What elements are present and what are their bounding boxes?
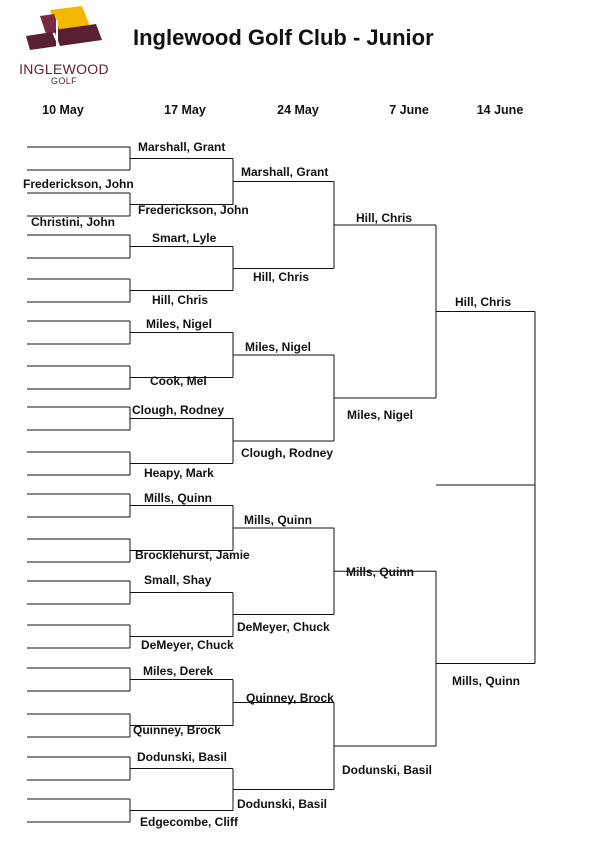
player-name-round2: Edgecombe, Cliff bbox=[140, 815, 239, 829]
player-name-round3: Mills, Quinn bbox=[244, 513, 312, 527]
player-name-round3: Clough, Rodney bbox=[241, 446, 333, 460]
player-name-round1: Christini, John bbox=[31, 215, 115, 229]
player-name-round3: Dodunski, Basil bbox=[237, 797, 328, 811]
player-name-round3: DeMeyer, Chuck bbox=[237, 620, 330, 634]
player-name-round3: Miles, Nigel bbox=[245, 340, 312, 354]
round-label-1: 10 May bbox=[42, 103, 84, 117]
logo-wordmark: INGLEWOOD bbox=[19, 61, 109, 77]
player-name-round2: Clough, Rodney bbox=[132, 403, 224, 417]
player-name-round2: Cook, Mel bbox=[150, 374, 207, 388]
player-name-round2: Marshall, Grant bbox=[138, 140, 226, 154]
player-name-round4: Dodunski, Basil bbox=[342, 763, 433, 777]
player-name-round2: Miles, Derek bbox=[143, 664, 214, 678]
player-name-round2: Small, Shay bbox=[144, 573, 212, 587]
player-name-round2: Brocklehurst, Jamie bbox=[135, 548, 250, 562]
flag-logo-icon bbox=[26, 6, 102, 54]
player-name-round5: Hill, Chris bbox=[455, 295, 512, 309]
player-name-round2: DeMeyer, Chuck bbox=[141, 638, 234, 652]
round-label-5: 14 June bbox=[476, 103, 524, 117]
player-name-round2: Hill, Chris bbox=[152, 293, 209, 307]
player-name-round2: Quinney, Brock bbox=[133, 723, 221, 737]
player-name-round3: Marshall, Grant bbox=[241, 165, 329, 179]
player-name-round1: Frederickson, John bbox=[23, 177, 134, 191]
player-name-round3: Hill, Chris bbox=[253, 270, 310, 284]
player-name-round2: Frederickson, John bbox=[138, 203, 249, 217]
player-name-round2: Miles, Nigel bbox=[146, 317, 213, 331]
round-label-3: 24 May bbox=[277, 103, 319, 117]
round-label-4: 7 June bbox=[389, 103, 429, 117]
player-name-round4: Miles, Nigel bbox=[347, 408, 414, 422]
player-name-round2: Smart, Lyle bbox=[152, 231, 217, 245]
player-name-round5: Mills, Quinn bbox=[452, 674, 520, 688]
player-name-round4: Hill, Chris bbox=[356, 211, 413, 225]
player-name-round2: Mills, Quinn bbox=[144, 491, 212, 505]
club-logo: INGLEWOOD GOLF bbox=[14, 6, 114, 86]
round-label-2: 17 May bbox=[164, 103, 206, 117]
player-name-round4: Mills, Quinn bbox=[346, 565, 414, 579]
player-name-round2: Dodunski, Basil bbox=[137, 750, 228, 764]
player-name-round3: Quinney, Brock bbox=[246, 691, 334, 705]
page-title: Inglewood Golf Club - Junior bbox=[133, 25, 434, 50]
player-name-round2: Heapy, Mark bbox=[144, 466, 214, 480]
logo-subtitle: GOLF bbox=[50, 76, 78, 86]
